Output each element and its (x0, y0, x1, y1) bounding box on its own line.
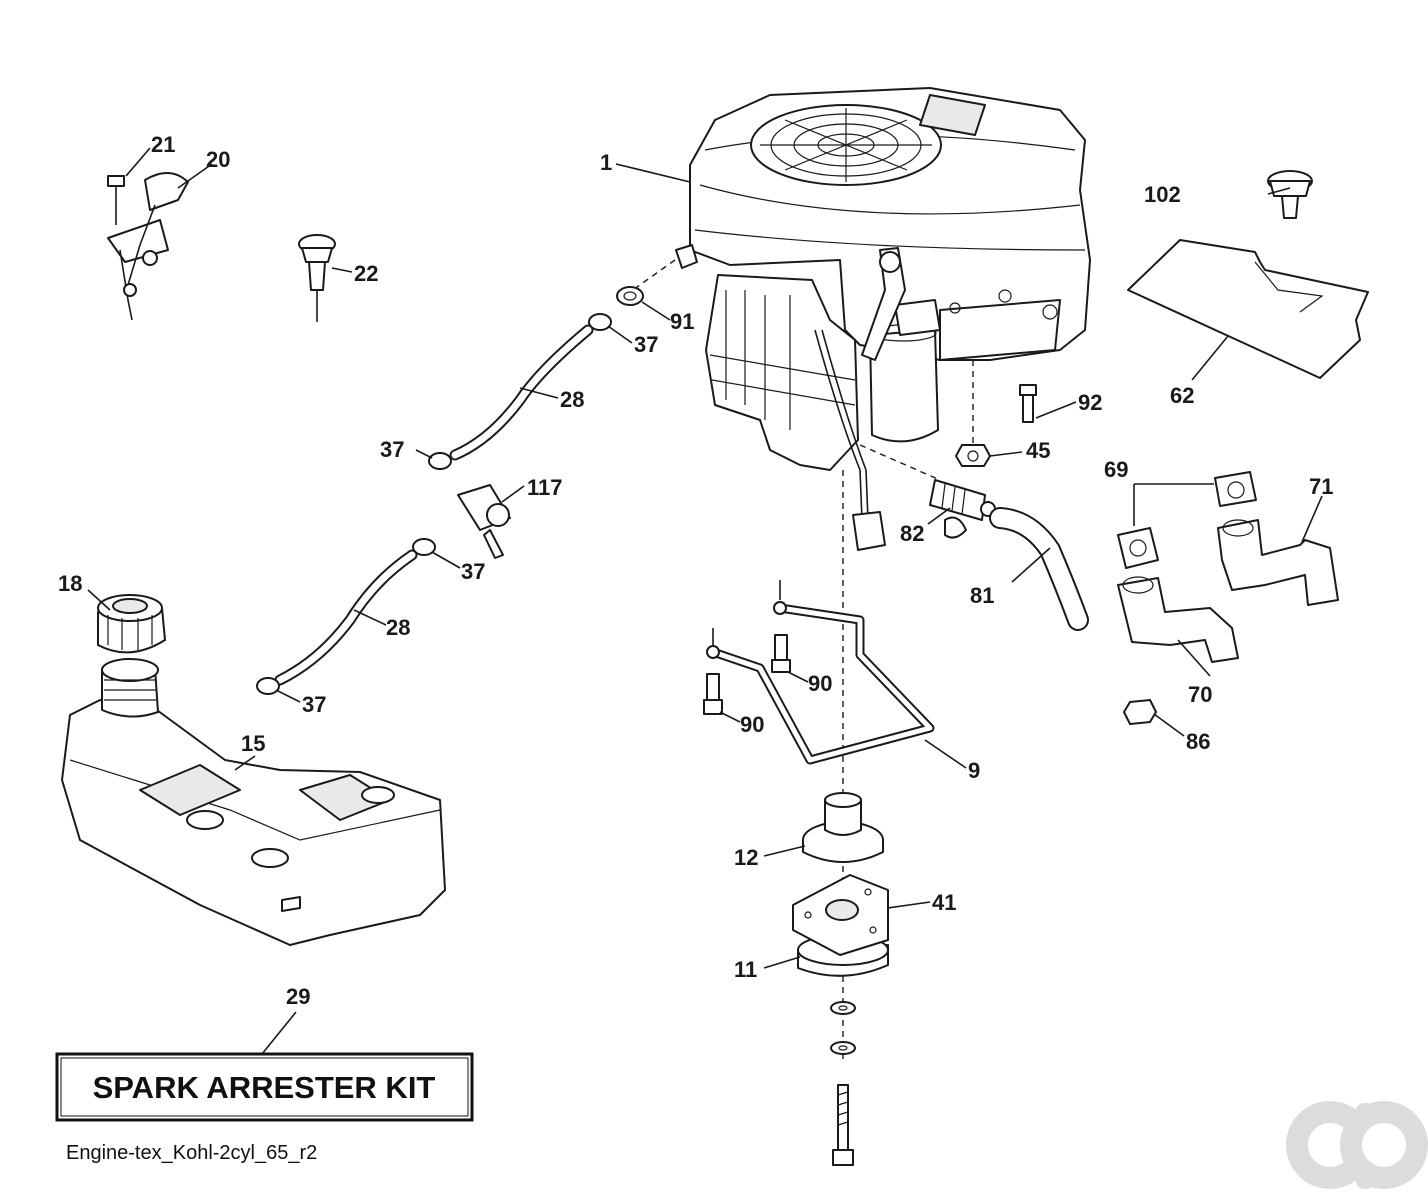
callout-62: 62 (1170, 383, 1194, 408)
callout-81: 81 (970, 583, 994, 608)
hose-clamp-37-top (588, 313, 612, 331)
nut-45 (955, 444, 991, 467)
callout-90-a: 90 (808, 671, 832, 696)
callout-9: 9 (968, 758, 980, 783)
callout-22: 22 (354, 261, 378, 286)
leader-lines (87, 147, 1323, 1055)
fuel-cap-18 (97, 594, 166, 654)
callout-91: 91 (670, 309, 694, 334)
diagram-id: Engine-tex_Kohl-2cyl_65_r2 (66, 1142, 317, 1164)
callout-117: 117 (527, 475, 563, 500)
callout-18: 18 (58, 571, 82, 596)
callout-86: 86 (1186, 729, 1210, 754)
callout-45: 45 (1026, 438, 1050, 463)
fuel-filter-117 (457, 484, 511, 559)
fuel-line-28-lower (274, 549, 418, 686)
bolt-92 (1019, 384, 1037, 423)
callout-37-bottom: 37 (302, 692, 326, 717)
throttle-control-assembly (107, 172, 189, 321)
callout-70: 70 (1188, 682, 1212, 707)
gasket-69-b (1214, 471, 1257, 507)
callout-102: 102 (1144, 182, 1181, 207)
hose-clamp-37-lower (412, 538, 436, 556)
crank-bolt (832, 1084, 854, 1166)
callout-37-top: 37 (634, 332, 658, 357)
callout-28-lower: 28 (386, 615, 410, 640)
oil-drain-hose-81 (989, 507, 1089, 631)
ao-logo-icon (1286, 1101, 1428, 1189)
callout-41: 41 (932, 890, 956, 915)
gasket-69-a (1117, 527, 1159, 569)
exhaust-pipe-70 (1117, 576, 1239, 663)
callout-1: 1 (600, 150, 612, 175)
exhaust-pipe-71 (1217, 519, 1339, 606)
washer-bottom (830, 1041, 856, 1055)
kit-label: SPARK ARRESTER KIT (93, 1070, 436, 1105)
oil-drain-valve-82 (929, 479, 996, 539)
choke-knob-22 (298, 234, 336, 322)
callout-28-upper: 28 (560, 387, 584, 412)
heat-shield-62 (1127, 239, 1369, 379)
knob-102 (1267, 170, 1313, 219)
callout-29: 29 (286, 984, 310, 1009)
callout-92: 92 (1078, 390, 1102, 415)
engine-assembly (675, 87, 1091, 551)
callout-69: 69 (1104, 457, 1128, 482)
fuel-tank-15 (61, 658, 446, 946)
fuel-line-28-upper (449, 324, 594, 461)
align-line-fuel (629, 259, 676, 293)
bolt-90-a (771, 580, 791, 673)
callout-90-b: 90 (740, 712, 764, 737)
nut-86 (1123, 699, 1157, 725)
bolt-90-b (703, 628, 723, 715)
callout-21: 21 (151, 132, 175, 157)
align-line-oil (859, 444, 941, 481)
callout-12: 12 (734, 845, 758, 870)
callout-82: 82 (900, 521, 924, 546)
fitting-91 (616, 286, 644, 306)
bolt-21 (107, 175, 125, 225)
clutch-plate-41 (792, 874, 889, 956)
bracket-9 (706, 601, 935, 765)
callout-labels: 1 21 20 22 91 37 28 37 117 37 28 37 18 1… (58, 132, 1333, 1009)
callout-15: 15 (241, 731, 265, 756)
callout-20: 20 (206, 147, 230, 172)
callout-11: 11 (734, 957, 757, 982)
callout-71: 71 (1309, 474, 1333, 499)
hose-clamp-37-mid (428, 452, 452, 470)
pulley-12 (802, 792, 884, 863)
callout-37-mid: 37 (380, 437, 404, 462)
spark-arrester-kit-box: SPARK ARRESTER KIT (55, 1052, 474, 1122)
callout-37-lower: 37 (461, 559, 485, 584)
hose-clamp-37-bottom (256, 677, 280, 695)
washer-top (830, 1001, 856, 1015)
